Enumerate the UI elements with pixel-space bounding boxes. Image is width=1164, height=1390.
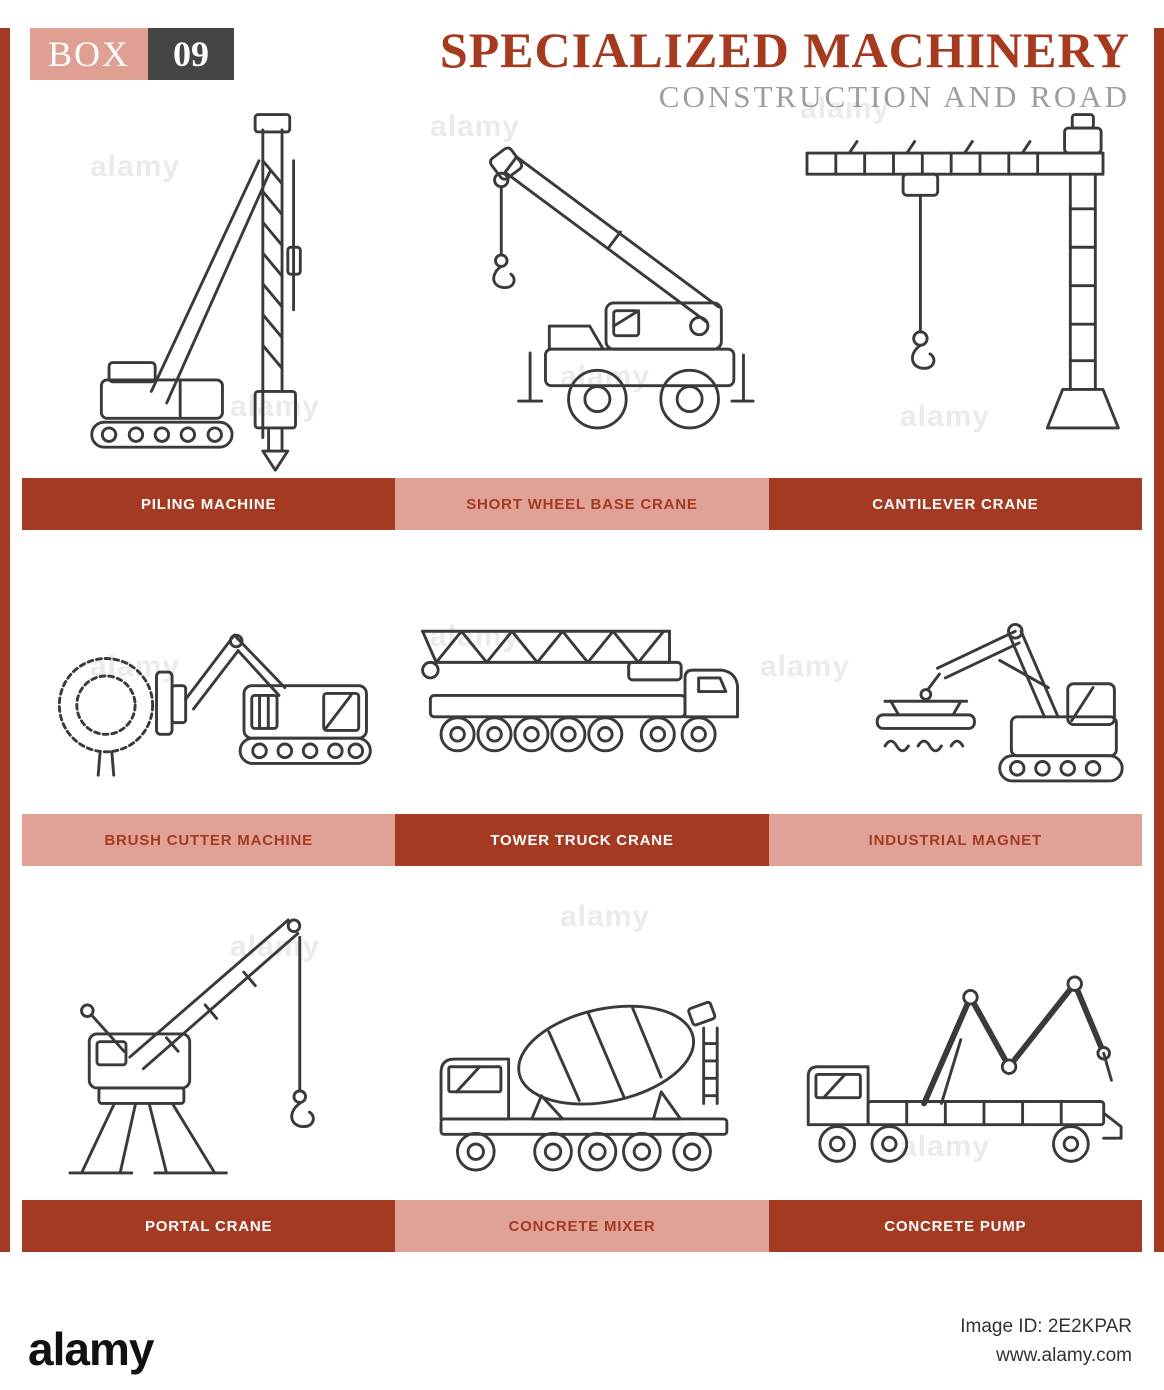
cell-cantilever-crane: CANTILEVER CRANE	[768, 88, 1142, 530]
label-piling-machine: PILING MACHINE	[22, 478, 396, 530]
piling-machine-icon	[22, 88, 395, 478]
cell-tower-truck-crane: TOWER TRUCK CRANE	[395, 556, 769, 866]
cell-concrete-pump: CONCRETE PUMP	[768, 884, 1142, 1252]
label-portal-crane: PORTAL CRANE	[22, 1200, 396, 1252]
alamy-logo: alamy	[28, 1323, 154, 1375]
page-title: SPECIALIZED MACHINERY	[439, 22, 1130, 78]
cell-short-wheel-base-crane: SHORT WHEEL BASE CRANE	[395, 88, 769, 530]
label-tower-truck-crane: TOWER TRUCK CRANE	[395, 814, 769, 866]
cell-industrial-magnet: INDUSTRIAL MAGNET	[768, 556, 1142, 866]
cell-brush-cutter-machine: BRUSH CUTTER MACHINE	[22, 556, 396, 866]
label-industrial-magnet: INDUSTRIAL MAGNET	[768, 814, 1142, 866]
concrete-pump-icon	[769, 884, 1142, 1200]
row-2: BRUSH CUTTER MACHINE	[22, 556, 1142, 866]
short-wheel-base-crane-icon	[395, 88, 768, 478]
cell-piling-machine: PILING MACHINE	[22, 88, 396, 530]
row-3: PORTAL CRANE	[22, 884, 1142, 1252]
cell-concrete-mixer: CONCRETE MIXER	[395, 884, 769, 1252]
image-id: Image ID: 2E2KPAR	[960, 1316, 1132, 1337]
row-1: PILING MACHINE	[22, 88, 1142, 530]
tower-truck-crane-icon	[395, 556, 768, 814]
page-subtitle: CONSTRUCTION AND ROAD	[658, 78, 1130, 114]
brush-cutter-machine-icon	[22, 556, 395, 814]
box-number: 09	[148, 28, 234, 80]
concrete-mixer-icon	[395, 884, 768, 1200]
right-edge-strip	[1154, 28, 1164, 1252]
box-label: BOX	[30, 28, 148, 80]
portal-crane-icon	[22, 884, 395, 1200]
label-cantilever-crane: CANTILEVER CRANE	[768, 478, 1142, 530]
cantilever-crane-icon	[769, 88, 1142, 478]
industrial-magnet-icon	[769, 556, 1142, 814]
left-edge-strip	[0, 28, 10, 1252]
label-brush-cutter-machine: BRUSH CUTTER MACHINE	[22, 814, 396, 866]
cell-portal-crane: PORTAL CRANE	[22, 884, 396, 1252]
footer-meta: Image ID: 2E2KPAR www.alamy.com	[960, 1313, 1132, 1370]
label-concrete-pump: CONCRETE PUMP	[768, 1200, 1142, 1252]
box-tag: BOX 09	[30, 28, 234, 80]
label-concrete-mixer: CONCRETE MIXER	[395, 1200, 769, 1252]
header-titles: SPECIALIZED MACHINERY CONSTRUCTION AND R…	[440, 24, 1130, 113]
alamy-url: www.alamy.com	[996, 1344, 1132, 1366]
label-short-wheel-base-crane: SHORT WHEEL BASE CRANE	[395, 478, 769, 530]
